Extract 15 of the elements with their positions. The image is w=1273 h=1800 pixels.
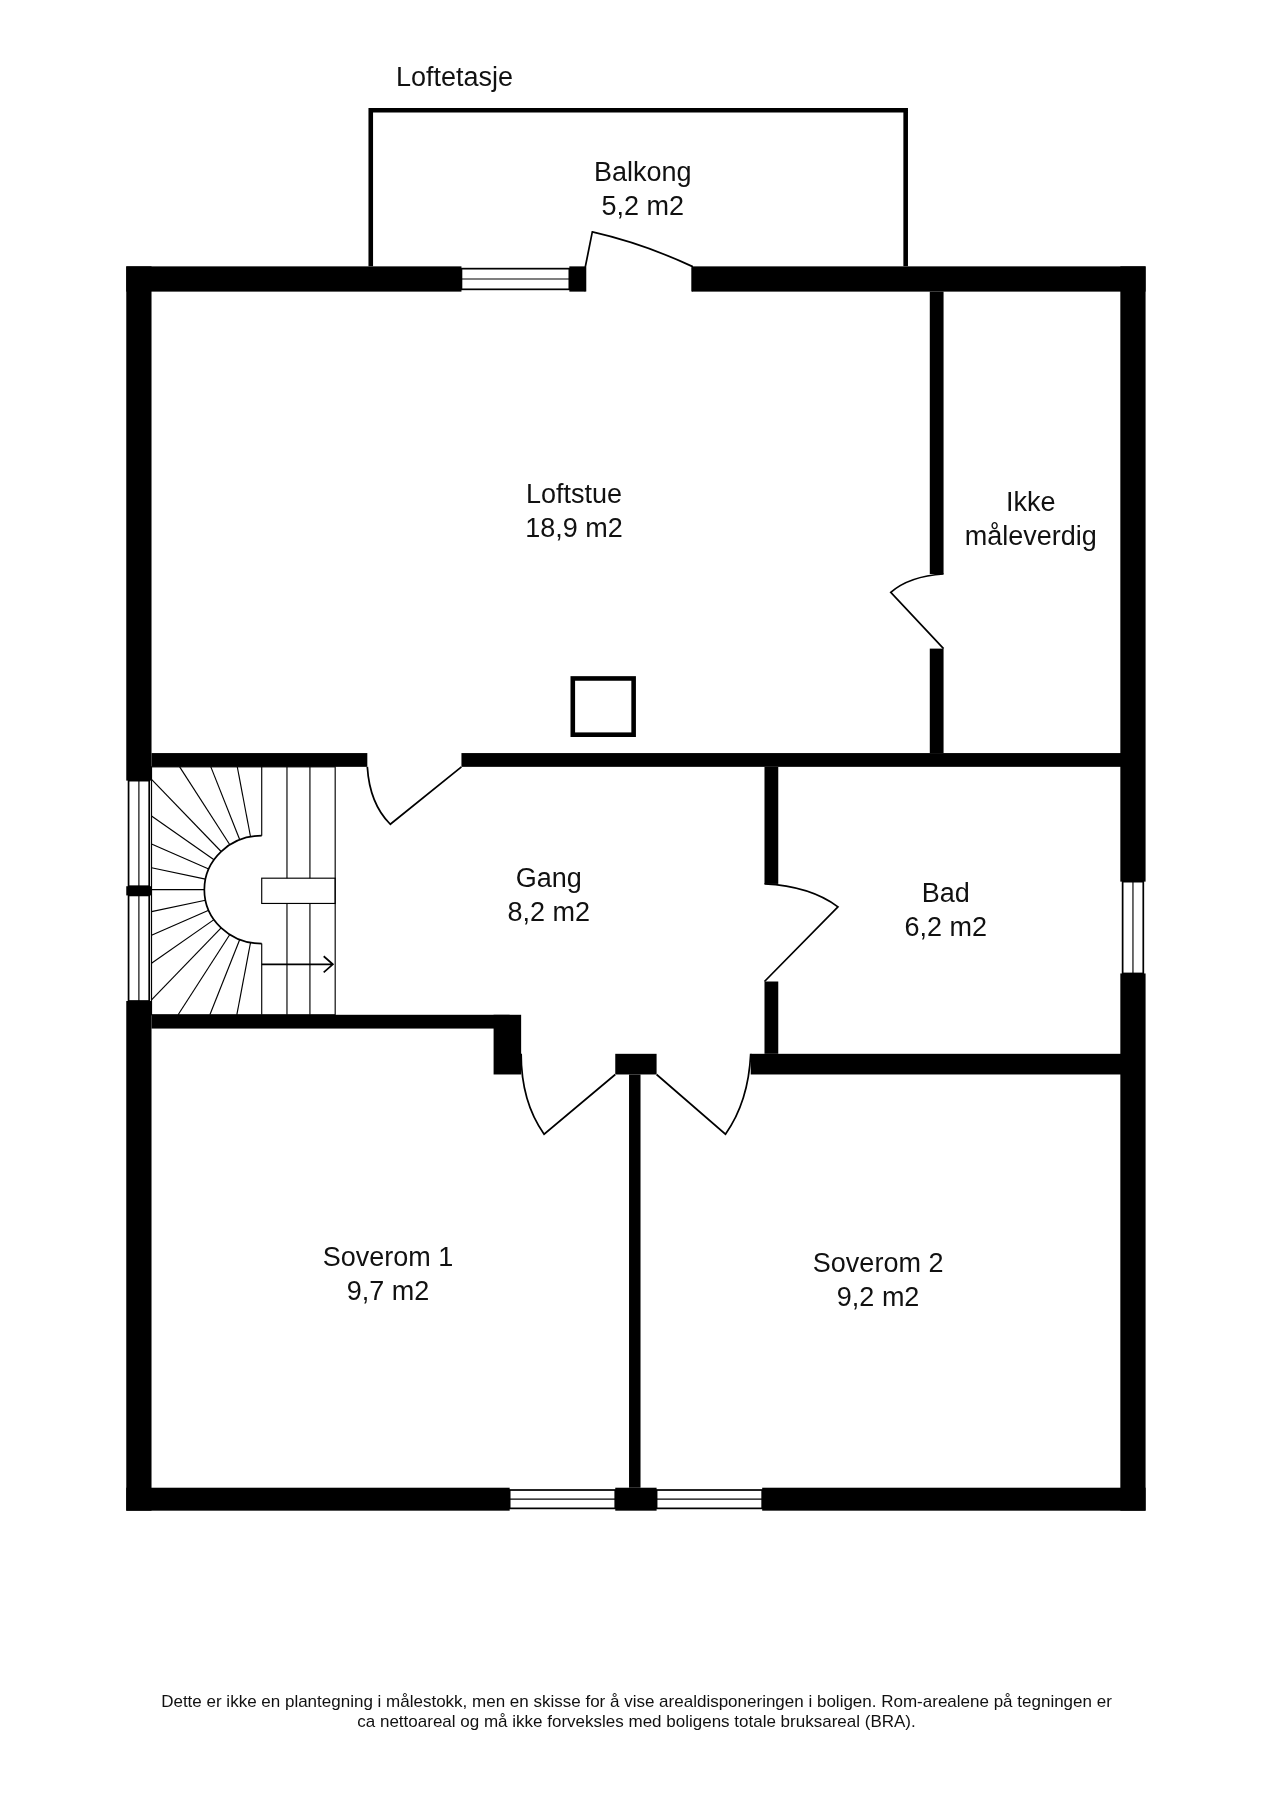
room-area: 8,2 m2 xyxy=(507,895,590,930)
room-area: 5,2 m2 xyxy=(594,189,692,224)
room-area: 9,2 m2 xyxy=(812,1279,944,1314)
room-name: Balkong xyxy=(594,156,692,190)
floor-title: Loftetasje xyxy=(396,62,514,93)
room-name: Bad xyxy=(920,877,971,911)
room-name: Loftstue xyxy=(525,477,623,511)
room-area: 9,7 m2 xyxy=(322,1274,454,1309)
room-name: Ikke måleverdig xyxy=(963,485,1098,553)
disclaimer-note: Dette er ikke en plantegning i målestokk, men en skisse for å vise arealdisponeringen i boligen. Rom-arealene på tegningen er ca nettoareal og må ikke forveksles med boligens totale bruksareal (BRA). xyxy=(160,1692,1113,1732)
room-area: 6,2 m2 xyxy=(904,910,988,945)
room-name: Soverom 1 xyxy=(322,1241,454,1275)
room-name: Soverom 2 xyxy=(812,1246,944,1280)
room-name: Gang xyxy=(514,862,583,896)
room-area: 18,9 m2 xyxy=(525,510,623,545)
